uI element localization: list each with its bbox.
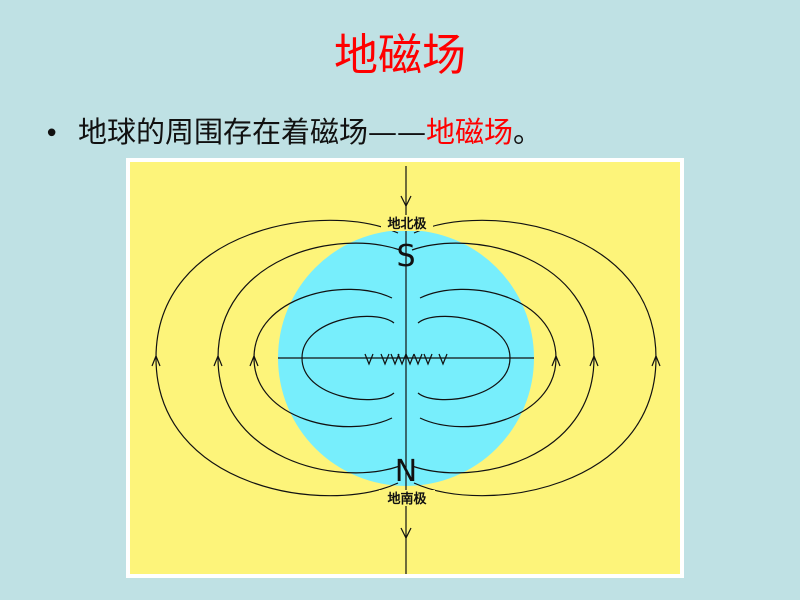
geographic-north-label: 地北极 xyxy=(387,216,427,232)
geomagnetic-field-diagram: 地北极 S N 地南极 xyxy=(126,158,684,578)
arrow-down-icon xyxy=(380,353,390,366)
arrow-down-icon xyxy=(400,195,412,208)
north-label-bg xyxy=(381,215,433,231)
geographic-south-label: 地南极 xyxy=(387,491,427,507)
field-line-left-outer xyxy=(155,219,399,497)
magnetic-s-pole-letter: S xyxy=(396,239,415,274)
diagram-svg: 地北极 S N 地南极 xyxy=(126,158,684,578)
arrow-down-icon xyxy=(405,353,415,366)
arrow-up-icon xyxy=(249,354,259,367)
magnetic-n-pole-letter: N xyxy=(395,454,417,489)
arrow-down-icon xyxy=(364,353,374,366)
field-line-right-inner xyxy=(419,288,557,428)
arrow-down-icon xyxy=(423,353,433,366)
arrow-up-icon xyxy=(213,354,223,367)
bullet-end: 。 xyxy=(513,115,543,149)
field-arrows xyxy=(151,195,661,540)
arrow-down-icon xyxy=(413,353,423,366)
bullet-text: 地球的周围存在着磁场—— xyxy=(78,115,427,149)
bullet-highlight: 地磁场 xyxy=(426,115,514,149)
south-label-bg xyxy=(379,490,435,506)
field-line-left-middle xyxy=(217,242,401,474)
arrow-down-icon xyxy=(438,353,448,366)
field-line-left-core xyxy=(301,315,395,401)
field-line-right-core xyxy=(417,315,511,401)
bullet-marker: • xyxy=(44,119,60,149)
arrow-down-icon xyxy=(400,527,412,540)
arrow-down-icon xyxy=(390,353,400,366)
arrow-down-icon xyxy=(397,353,407,366)
field-line-right-middle xyxy=(411,242,595,474)
bullet-point: • 地球的周围存在着磁场——地磁场。 xyxy=(44,110,542,156)
arrow-up-icon xyxy=(151,354,161,367)
field-line-right-outer xyxy=(413,219,657,497)
field-line-left-inner xyxy=(253,288,393,428)
arrow-up-icon xyxy=(589,354,599,367)
arrow-up-icon xyxy=(651,354,661,367)
slide-title: 地磁场 xyxy=(334,30,466,81)
arrow-up-icon xyxy=(551,354,561,367)
